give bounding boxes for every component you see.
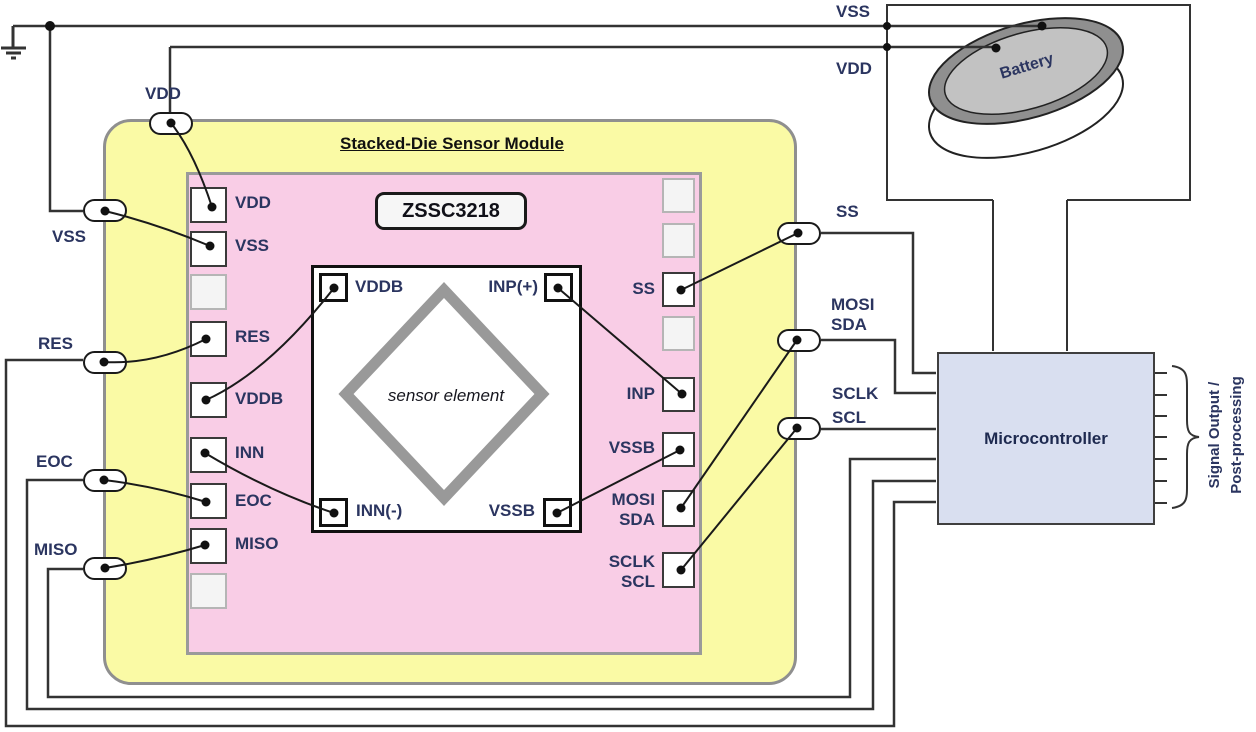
terminal-vss: [83, 199, 127, 222]
pad-vss: [190, 231, 227, 267]
pad-label-sclk: SCLK: [608, 552, 655, 571]
net-label-vss-module: VSS: [52, 227, 87, 246]
pad-label-mosi: MOSI: [611, 490, 655, 509]
pad-label-inn: INN: [235, 443, 265, 462]
microcontroller-box: Microcontroller: [937, 352, 1155, 525]
pad-label-miso: MISO: [235, 534, 279, 553]
net-label-vss-top: VSS: [836, 2, 871, 21]
sensor-pad-label-vssb: VSSB: [488, 501, 535, 520]
signal-output-annotation: Signal Output / Post-processing: [1204, 325, 1250, 545]
net-label-vdd-module: VDD: [145, 84, 181, 103]
pad-label-sda: SDA: [619, 510, 655, 529]
terminal-sclk-scl: [777, 417, 821, 440]
pad-vddb: [190, 382, 227, 418]
net-label-scl: SCL: [832, 408, 866, 427]
terminal-miso: [83, 557, 127, 580]
sensor-element-label: sensor element: [387, 386, 505, 405]
pad-ss: [662, 272, 695, 307]
pad-unused-right-1: [662, 178, 695, 213]
brace-icon: [1171, 365, 1200, 509]
pad-label-res: RES: [235, 327, 270, 346]
module-title: Stacked-Die Sensor Module: [340, 134, 564, 153]
net-label-sclk: SCLK: [832, 384, 879, 403]
net-label-ss: SS: [836, 202, 859, 221]
sensor-pad-vssb: [543, 498, 572, 527]
pad-inn: [190, 437, 227, 473]
net-label-eoc: EOC: [36, 452, 73, 471]
pad-unused-left-1: [190, 274, 227, 310]
sensor-pad-vddb: [319, 273, 348, 302]
sensor-pad-label-vddb: VDDB: [355, 277, 404, 296]
signal-output-line2: Post-processing: [1228, 376, 1245, 494]
battery-label: Battery: [997, 50, 1056, 83]
pad-label-ss: SS: [632, 279, 655, 298]
net-label-res: RES: [38, 334, 73, 353]
pad-label-vddb: VDDB: [235, 389, 284, 408]
terminal-eoc: [83, 469, 127, 492]
pad-inp: [662, 377, 695, 412]
mcu-output-pins: [1155, 372, 1167, 504]
net-label-miso: MISO: [34, 540, 78, 559]
pad-label-scl: SCL: [621, 572, 655, 591]
pad-miso: [190, 528, 227, 564]
pad-res: [190, 321, 227, 357]
net-label-vdd-top: VDD: [836, 59, 872, 78]
pad-unused-left-2: [190, 573, 227, 609]
pad-mosi-sda: [662, 490, 695, 527]
pad-vssb: [662, 432, 695, 467]
pad-label-eoc: EOC: [235, 491, 272, 510]
net-label-mosi: MOSI: [831, 295, 875, 314]
pad-label-inp: INP: [626, 384, 655, 403]
chip-name-badge: ZSSC3218: [375, 192, 527, 230]
pad-vdd: [190, 187, 227, 223]
ground-icon: [1, 26, 26, 60]
pad-sclk-scl: [662, 552, 695, 588]
terminal-res: [83, 351, 127, 374]
terminal-vdd: [149, 112, 193, 135]
net-label-sda: SDA: [831, 315, 867, 334]
pad-label-vdd: VDD: [235, 193, 271, 212]
terminal-ss: [777, 222, 821, 245]
signal-output-line1: Signal Output /: [1206, 381, 1223, 489]
pad-label-vss: VSS: [235, 236, 270, 255]
pad-unused-right-2: [662, 223, 695, 258]
pad-unused-right-3: [662, 316, 695, 351]
sensor-pad-label-inp: INP(+): [488, 277, 538, 296]
sensor-pad-inp: [544, 273, 573, 302]
pad-label-vssb: VSSB: [608, 438, 655, 457]
sensor-pad-inn: [319, 498, 348, 527]
terminal-mosi-sda: [777, 329, 821, 352]
pad-eoc: [190, 483, 227, 519]
sensor-pad-label-inn: INN(-): [356, 501, 403, 520]
battery-icon: [928, 17, 1124, 159]
